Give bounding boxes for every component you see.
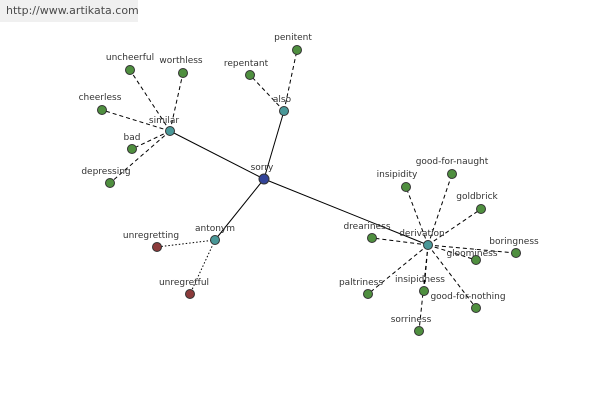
node-good-for-naught[interactable]	[447, 169, 457, 179]
node-paltriness[interactable]	[363, 289, 373, 299]
node-unregretful[interactable]	[185, 289, 195, 299]
graph-nodes	[97, 45, 521, 336]
node-relation-also[interactable]	[279, 106, 289, 116]
label-worthless: worthless	[159, 56, 203, 66]
node-insipidness[interactable]	[419, 286, 429, 296]
node-penitent[interactable]	[292, 45, 302, 55]
label-sorriness: sorriness	[391, 315, 432, 325]
node-sorriness[interactable]	[414, 326, 424, 336]
edge-similar-uncheerful	[129, 69, 171, 132]
edge-similar-cheerless	[101, 109, 171, 132]
label-goldbrick: goldbrick	[456, 192, 498, 202]
edge-also-repentant	[249, 74, 285, 112]
graph-labels: uncheerful worthless cheerless bad depressin…	[79, 33, 539, 325]
graph-edges	[101, 49, 517, 332]
label-dreariness: dreariness	[343, 222, 390, 232]
label-unregretting: unregretting	[123, 231, 179, 241]
node-cheerless[interactable]	[97, 105, 107, 115]
label-relation-similar: similar	[149, 116, 179, 126]
node-boringness[interactable]	[511, 248, 521, 258]
edge-similar-bad	[131, 130, 171, 150]
label-depressing: depressing	[81, 167, 130, 177]
label-boringness: boringness	[489, 237, 539, 247]
edge-derivation-paltriness	[367, 244, 429, 295]
edge-derivation-good-for-naught	[427, 173, 453, 246]
label-gloominess: gloominess	[446, 249, 497, 259]
label-relation-antonym: antonym	[195, 224, 235, 234]
label-unregretful: unregretful	[159, 278, 209, 288]
edge-derivation-goldbrick	[427, 208, 482, 246]
edge-sorry-similar	[169, 130, 265, 180]
label-paltriness: paltriness	[339, 278, 383, 288]
edge-derivation-boringness	[427, 244, 517, 254]
label-center-sorry: sorry	[251, 163, 274, 173]
edge-sorry-antonym	[214, 178, 265, 241]
edge-sorry-derivation	[263, 178, 429, 246]
node-bad[interactable]	[127, 144, 137, 154]
node-relation-antonym[interactable]	[210, 235, 220, 245]
edge-derivation-gloominess	[427, 244, 477, 261]
node-repentant[interactable]	[245, 70, 255, 80]
node-worthless[interactable]	[178, 68, 188, 78]
label-good-for-nothing: good-for-nothing	[430, 292, 505, 302]
edge-similar-depressing	[109, 130, 171, 184]
edge-also-penitent	[283, 49, 298, 112]
node-uncheerful[interactable]	[125, 65, 135, 75]
label-repentant: repentant	[224, 59, 269, 69]
label-relation-also: also	[273, 95, 292, 105]
edge-sorry-also	[263, 110, 285, 180]
label-uncheerful: uncheerful	[106, 53, 154, 63]
node-relation-similar[interactable]	[165, 126, 175, 136]
edge-antonym-unregretful	[189, 239, 216, 295]
node-dreariness[interactable]	[367, 233, 377, 243]
node-goldbrick[interactable]	[476, 204, 486, 214]
label-relation-derivation: derivation	[399, 229, 445, 239]
node-insipidity[interactable]	[401, 182, 411, 192]
node-good-for-nothing[interactable]	[471, 303, 481, 313]
label-insipidity: insipidity	[377, 170, 418, 180]
watermark-url: http://www.artikata.com	[0, 0, 139, 22]
node-depressing[interactable]	[105, 178, 115, 188]
label-penitent: penitent	[274, 33, 312, 43]
label-cheerless: cheerless	[79, 93, 122, 103]
edge-antonym-unregretting	[156, 239, 216, 248]
label-insipidness: insipidness	[395, 275, 445, 285]
node-relation-derivation[interactable]	[423, 240, 433, 250]
edge-derivation-dreariness	[371, 237, 429, 246]
node-unregretting[interactable]	[152, 242, 162, 252]
edge-derivation-good-for-nothing	[427, 244, 477, 309]
node-gloominess[interactable]	[471, 255, 481, 265]
edge-derivation-insipidity	[405, 186, 429, 246]
label-good-for-naught: good-for-naught	[416, 157, 489, 167]
node-center-sorry[interactable]	[258, 173, 270, 185]
label-bad: bad	[124, 133, 141, 143]
edge-similar-worthless	[169, 72, 184, 132]
